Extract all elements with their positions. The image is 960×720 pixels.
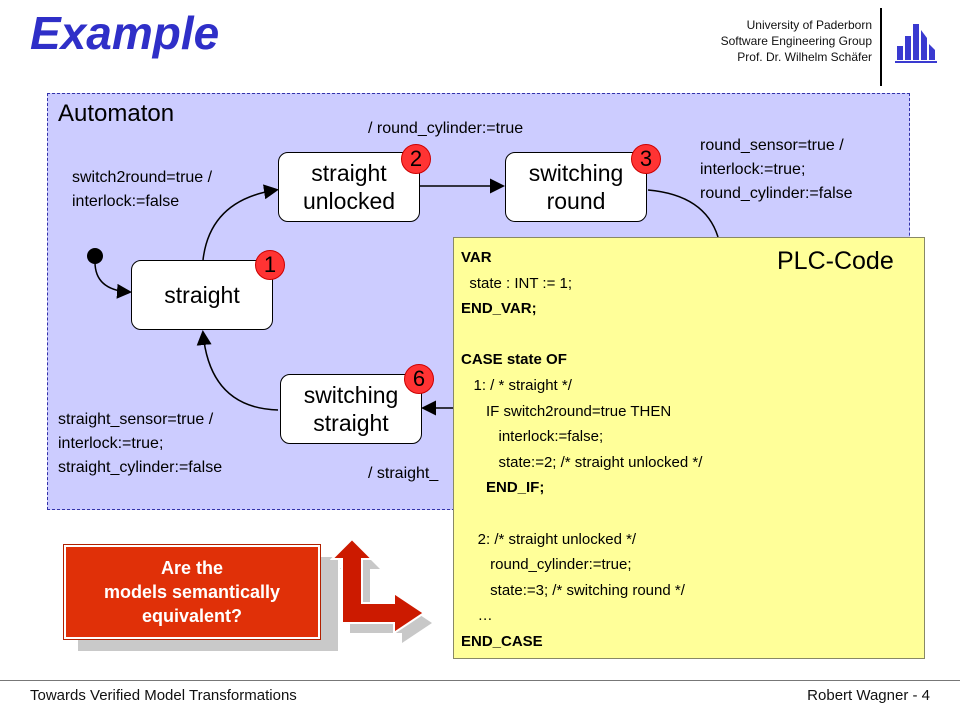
code-line: interlock:=false; [461, 428, 604, 446]
plc-code-block: VAR state : INT := 1; END_VAR; CASE stat… [461, 245, 702, 655]
transition-arrow-3-out [647, 189, 719, 238]
affiliation: University of Paderborn Software Enginee… [612, 17, 872, 65]
state-switching-straight: switching straight [280, 374, 422, 444]
code-line: VAR [461, 249, 492, 266]
question-box: Are the models semantically equivalent? [64, 545, 320, 639]
state-badge: 2 [401, 144, 431, 174]
footer-title: Towards Verified Model Transformations [30, 687, 297, 704]
professor-name: Prof. Dr. Wilhelm Schäfer [737, 50, 872, 64]
transition-label: / straight_ [368, 465, 439, 482]
transition-label: switch2round=true / interlock:=false [72, 169, 213, 210]
code-line: 1: / * straight */ [461, 376, 572, 394]
footer-page: Robert Wagner - 4 [807, 687, 930, 704]
state-straight: straight [131, 260, 273, 330]
code-line: … [461, 607, 493, 625]
page-title: Example [30, 7, 220, 59]
state-switching-round: switching round [505, 152, 647, 222]
footer-divider [0, 680, 960, 681]
code-line: END_IF; [461, 479, 545, 497]
code-line: END_CASE [461, 632, 543, 650]
state-badge: 1 [255, 250, 285, 280]
transition-label: straight_sensor=true / interlock:=true; … [58, 411, 223, 476]
university-name: University of Paderborn [746, 18, 872, 32]
plc-code-title: PLC-Code [777, 247, 894, 275]
state-straight-unlocked: straight unlocked [278, 152, 420, 222]
code-line: round_cylinder:=true; [461, 556, 632, 574]
state-badge: 6 [404, 364, 434, 394]
state-badge: 3 [631, 144, 661, 174]
automaton-title: Automaton [58, 100, 175, 127]
code-line [461, 501, 702, 527]
transition-arrow-1-2 [202, 184, 279, 261]
group-name: Software Engineering Group [720, 34, 872, 48]
university-logo-icon [895, 24, 937, 63]
code-line: 2: /* straight unlocked */ [461, 530, 637, 548]
initial-state-dot [87, 248, 103, 264]
transform-arrow-icon [330, 537, 432, 643]
code-line: state:=3; /* switching round */ [461, 581, 685, 599]
transition-label: / round_cylinder:=true [368, 120, 524, 137]
code-line: state : INT := 1; [461, 274, 573, 292]
code-line: CASE state OF [461, 351, 567, 369]
code-line: IF switch2round=true THEN [461, 402, 672, 420]
transition-arrow-6-1 [196, 330, 279, 411]
header-divider [880, 8, 882, 86]
transition-label: round_sensor=true / interlock:=true; rou… [700, 137, 853, 202]
initial-transition-arrow [94, 261, 132, 299]
code-line [461, 322, 702, 348]
plc-code-panel [453, 237, 925, 659]
code-line: END_VAR; [461, 300, 537, 318]
code-line: state:=2; /* straight unlocked */ [461, 453, 703, 471]
